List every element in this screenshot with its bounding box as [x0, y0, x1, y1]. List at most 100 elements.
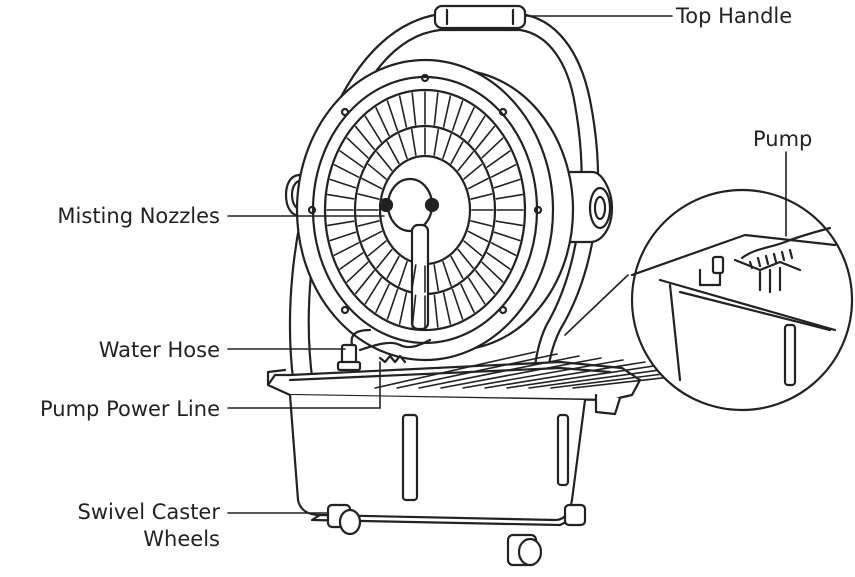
grill-inner-spoke — [470, 193, 493, 200]
grill-spoke — [490, 164, 517, 178]
grill-spoke — [486, 252, 511, 270]
lid-rib — [484, 361, 646, 389]
label-pump: Pump — [753, 127, 813, 151]
grill-spoke — [451, 100, 464, 132]
grill-spoke — [486, 150, 511, 168]
grill-inner-spoke — [433, 128, 440, 156]
grill-spoke — [460, 283, 475, 313]
grill-inner-spoke — [442, 133, 452, 160]
grill-spoke — [329, 231, 357, 242]
grill-spoke — [375, 283, 390, 313]
grill-inner-spoke — [433, 264, 440, 292]
grill-inner-spoke — [386, 255, 400, 279]
leader-lines — [227, 15, 787, 514]
grill-spoke — [490, 242, 517, 256]
lid-rib — [418, 355, 580, 389]
tank-window-left — [401, 413, 419, 502]
grill-spoke — [495, 193, 523, 200]
tank-lid-ribs — [374, 351, 734, 389]
caster-wheel-front-right — [506, 533, 543, 567]
grill-spoke — [398, 95, 408, 128]
grill-spoke — [481, 261, 504, 283]
grill-spoke — [495, 220, 523, 227]
misting-nozzle-right — [424, 197, 440, 213]
grill-spoke — [493, 231, 521, 242]
label-misting-nozzles: Misting Nozzles — [57, 204, 220, 228]
grill-inner-spoke — [386, 141, 400, 165]
grill-spoke — [354, 270, 375, 295]
grill-inner-spoke — [463, 163, 483, 180]
grill-spoke — [364, 115, 382, 143]
grill-inner-spoke — [361, 230, 383, 243]
fan-head — [295, 58, 575, 362]
grill-inner-spoke — [457, 151, 474, 172]
grill-spoke — [475, 270, 496, 295]
grill-inner-spoke — [410, 128, 417, 156]
lid-rib — [506, 363, 668, 389]
grill-spoke — [442, 292, 452, 325]
grill-spoke — [493, 178, 521, 189]
grill-spoke — [475, 125, 496, 150]
lid-rib — [462, 359, 624, 389]
caster-wheel-front-left — [326, 503, 362, 536]
lid-rib — [396, 353, 558, 389]
grill-inner-spoke — [367, 163, 387, 180]
label-water-hose: Water Hose — [98, 338, 220, 362]
label-wheels: Wheels — [143, 527, 220, 551]
pump-detail-inset — [630, 188, 854, 412]
grill-inner-spoke — [357, 193, 380, 200]
grill-spoke — [327, 193, 355, 200]
grill-inner-spoke — [367, 240, 387, 257]
grill-spoke — [339, 150, 364, 168]
grill-spoke — [333, 164, 360, 178]
grill-spoke — [442, 95, 452, 128]
label-pump-power-line: Pump Power Line — [40, 397, 220, 421]
grill-spoke — [411, 92, 417, 126]
grill-spoke — [339, 252, 364, 270]
grill-inner-spoke — [450, 255, 464, 279]
caster-wheel-rear-right — [563, 503, 587, 527]
lid-rib — [374, 351, 536, 389]
grill-inner-spoke — [467, 230, 489, 243]
grill-inner-spoke — [361, 177, 383, 190]
grill-inner-spoke — [410, 264, 417, 292]
grill-spoke — [398, 292, 408, 325]
grill-inner-spoke — [463, 240, 483, 257]
grill-inner-spoke — [457, 248, 474, 269]
tank-window-right — [556, 413, 570, 487]
grill-inner-spoke — [376, 248, 393, 269]
grill-inner-spoke — [442, 260, 452, 287]
grill-inner-spoke — [398, 260, 408, 287]
grill-inner-spoke — [450, 141, 464, 165]
grill-spoke — [354, 125, 375, 150]
grill-spoke — [481, 137, 504, 159]
grill-spoke — [451, 288, 464, 320]
grill-spoke — [386, 100, 399, 132]
grill-inner-spoke — [376, 151, 393, 172]
grill-inner-spoke — [398, 133, 408, 160]
grill-inner-spoke — [467, 177, 489, 190]
grill-spoke — [333, 242, 360, 256]
grill-spoke — [468, 277, 486, 305]
grill-spoke — [327, 220, 355, 227]
grill-spoke — [386, 288, 399, 320]
fan-grill — [326, 91, 524, 329]
grill-spoke — [375, 107, 390, 137]
grill-spoke — [346, 261, 369, 283]
grill-spoke — [346, 137, 369, 159]
grill-spoke — [433, 92, 439, 126]
lid-rib — [440, 357, 602, 389]
grill-spoke — [468, 115, 486, 143]
label-top-handle: Top Handle — [676, 4, 793, 28]
top-handle-grip — [433, 4, 527, 30]
grill-spoke — [433, 294, 439, 328]
misting-nozzle-left — [378, 197, 394, 213]
grill-spoke — [460, 107, 475, 137]
grill-spoke — [329, 178, 357, 189]
label-swivel-caster: Swivel Caster — [77, 500, 220, 524]
grill-inner-spoke — [470, 220, 493, 227]
grill-spoke — [411, 294, 417, 328]
grill-spoke — [364, 277, 382, 305]
grill-inner-spoke — [357, 220, 380, 227]
